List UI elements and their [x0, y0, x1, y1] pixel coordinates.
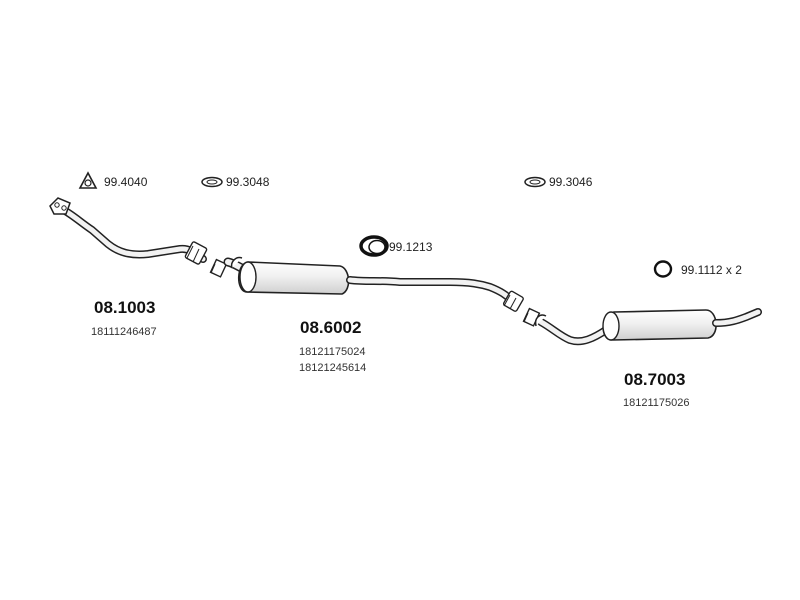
rear-muffler-body [602, 309, 717, 341]
accessory-code-99-3046: 99.3046 [549, 175, 593, 189]
oem-numbers-middle-silencer: 18121175024 18121245614 [299, 344, 366, 376]
triangle-gasket-icon [78, 171, 98, 189]
oem-number: 18121175026 [623, 397, 690, 409]
flat-ring-gasket-icon [524, 176, 546, 188]
accessory-code-99-1112: 99.1112 x 2 [681, 263, 742, 277]
middle-muffler-body [237, 261, 350, 295]
part-number-middle-silencer: 08.6002 [300, 318, 362, 337]
flat-ring-gasket-icon [201, 176, 223, 188]
front-pipe [49, 197, 208, 265]
accessory-code-99-1213: 99.1213 [389, 240, 433, 254]
accessory-code-99-4040: 99.4040 [104, 175, 148, 189]
rear-silencer [534, 308, 762, 346]
rubber-ring-icon [653, 260, 673, 278]
oem-numbers-front-pipe: 18111246487 [91, 324, 157, 340]
oem-number: 18121175024 [299, 346, 366, 358]
oem-numbers-rear-silencer: 18121175026 [623, 395, 689, 411]
middle-silencer [223, 256, 524, 312]
oem-number: 18121245614 [299, 362, 367, 374]
part-number-rear-silencer: 08.7003 [624, 370, 686, 389]
clamp-sleeve-icon [359, 235, 389, 257]
accessory-code-99-3048: 99.3048 [226, 175, 270, 189]
coupling-sleeve-1 [209, 258, 228, 278]
part-number-front-pipe: 08.1003 [94, 298, 156, 317]
oem-number: 18111246487 [91, 326, 157, 338]
front-flange-icon [49, 197, 71, 215]
